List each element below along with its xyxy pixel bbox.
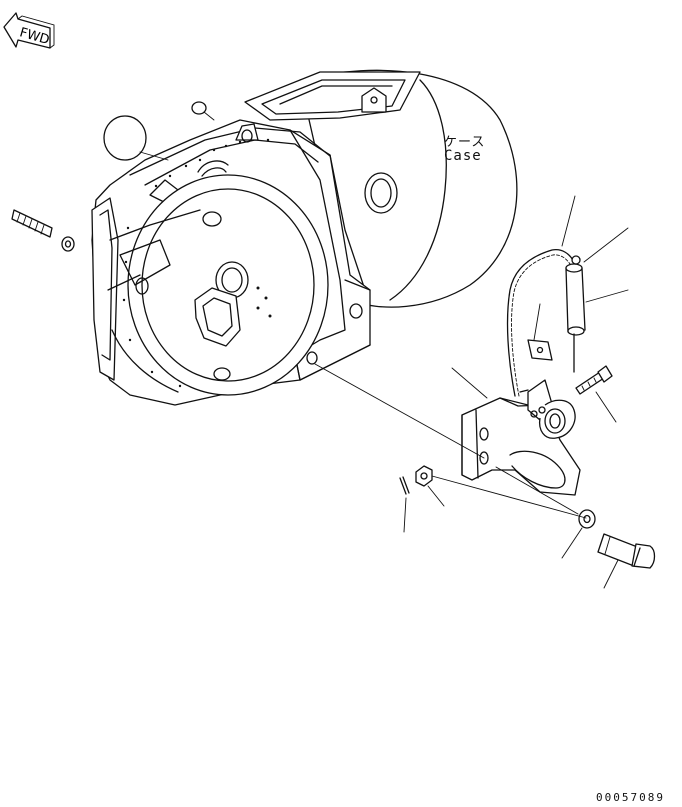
chain — [506, 248, 575, 397]
fwd-arrow-icon: FWD — [3, 12, 55, 49]
case-rear-drum — [244, 69, 518, 308]
assembly-lines — [314, 363, 587, 519]
bolt-right — [575, 365, 613, 395]
case-front-housing — [91, 119, 371, 406]
washer-right — [578, 509, 596, 529]
o-ring-large — [103, 115, 169, 161]
case-label-english: Case — [444, 148, 482, 164]
hitch-bracket — [461, 379, 581, 496]
leader-lines — [403, 195, 629, 589]
stud-bolt — [11, 209, 53, 238]
case-label-japanese: ケース — [444, 135, 486, 150]
drawbar-pin — [565, 255, 586, 373]
nut — [415, 465, 433, 487]
washer-left — [61, 236, 75, 252]
lock-plate — [527, 339, 553, 361]
bolt-large — [597, 533, 656, 569]
o-ring-small — [191, 101, 215, 121]
drawing-number: 00057089 — [596, 791, 665, 804]
cotter-pin — [399, 476, 410, 495]
